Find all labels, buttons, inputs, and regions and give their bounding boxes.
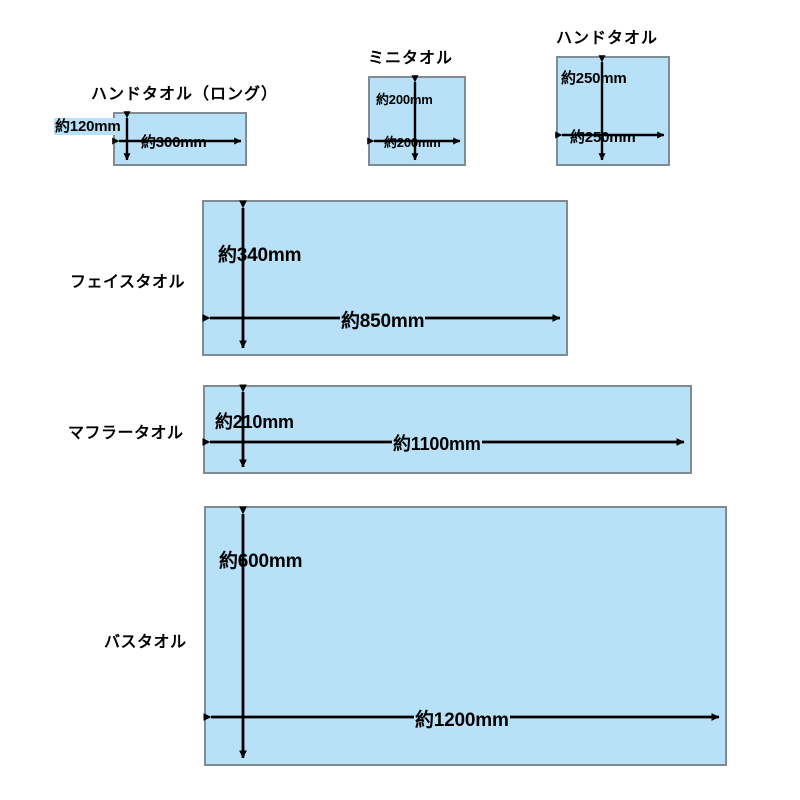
dim-mini-towel-height: 約200mm	[376, 89, 433, 108]
dim-text: 約200mm	[384, 135, 441, 150]
dim-text: 約1100mm	[392, 434, 482, 454]
towel-rect-muffler-towel	[203, 385, 692, 474]
dim-hand-towel-width: 約250mm	[570, 126, 636, 147]
dim-bath-towel-height: 約600mm	[219, 546, 302, 573]
title-muffler-towel: マフラータオル	[68, 425, 184, 442]
dim-face-towel-height: 約340mm	[218, 240, 301, 267]
dim-hand-towel-long-width: 約300mm	[141, 131, 207, 152]
dim-bath-towel-width: 約1200mm	[414, 705, 510, 732]
dim-text: 約200mm	[376, 92, 433, 107]
title-bath-towel: バスタオル	[104, 634, 187, 651]
dim-text: 約120mm	[54, 118, 122, 135]
title-face-towel: フェイスタオル	[70, 274, 186, 291]
title-hand-towel-long: ハンドタオル（ロング）	[91, 86, 279, 103]
dim-hand-towel-long-height: 約120mm	[54, 115, 122, 136]
dim-muffler-towel-height: 約210mm	[215, 408, 294, 434]
dim-text: 約250mm	[561, 70, 627, 87]
dim-hand-towel-height: 約250mm	[561, 67, 627, 88]
towel-rect-hand-towel	[556, 56, 670, 166]
dim-text: 約300mm	[141, 134, 207, 151]
dim-face-towel-width: 約850mm	[340, 306, 426, 333]
dim-text: 約210mm	[215, 412, 294, 432]
dim-text: 約340mm	[218, 245, 302, 266]
dim-mini-towel-width: 約200mm	[384, 132, 441, 151]
title-mini-towel: ミニタオル	[368, 50, 454, 67]
dim-text: 約1200mm	[414, 710, 510, 731]
title-hand-towel: ハンドタオル	[556, 30, 659, 47]
dim-text: 約600mm	[219, 551, 303, 572]
dim-text: 約250mm	[570, 129, 636, 146]
dim-muffler-towel-width: 約1100mm	[392, 430, 482, 456]
dim-text: 約850mm	[340, 311, 426, 332]
